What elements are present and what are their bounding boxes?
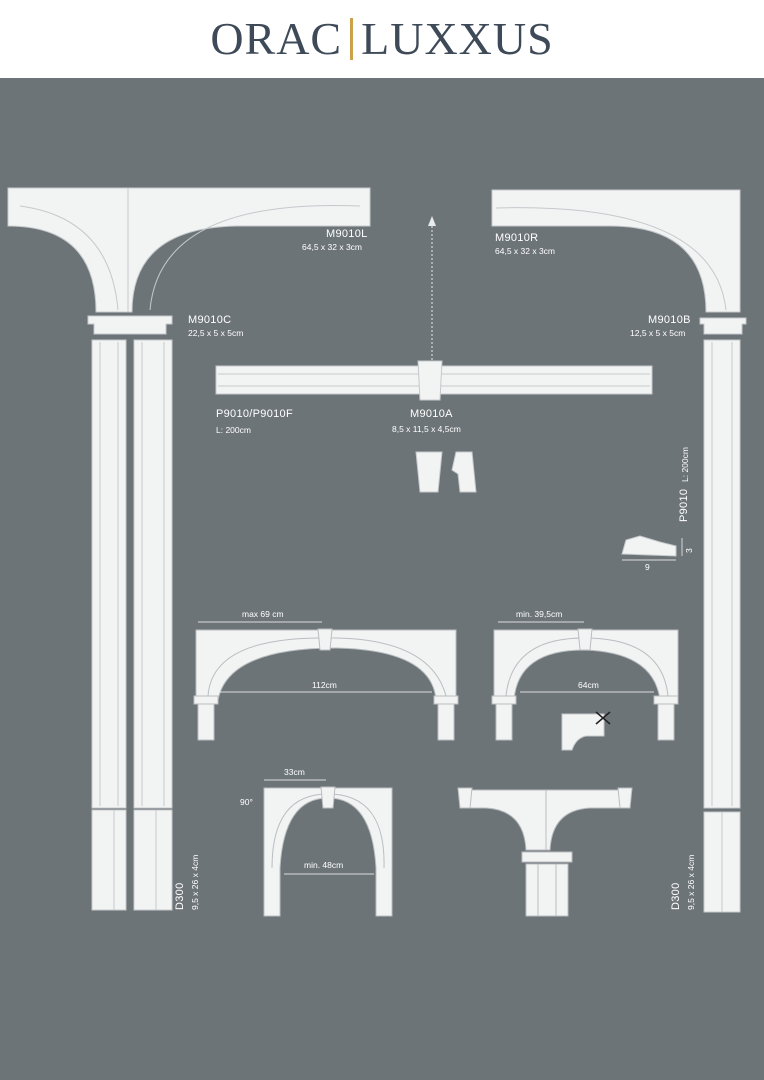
molding-illustration bbox=[7, 187, 747, 917]
m9010r-dims: 64,5 x 32 x 3cm bbox=[495, 246, 556, 256]
m9010b-dims: 12,5 x 5 x 5cm bbox=[630, 328, 686, 338]
m9010a-code: M9010A bbox=[410, 408, 453, 420]
brand-orac: ORAC bbox=[210, 13, 343, 64]
header: ORAC LUXXUS bbox=[0, 0, 764, 78]
m9010r-code: M9010R bbox=[495, 232, 539, 244]
arch-span-label: min. 48cm bbox=[304, 860, 344, 870]
m9010l-code: M9010L bbox=[326, 228, 368, 240]
catalog-panel: M9010L 64,5 x 32 x 3cm M9010R 64,5 x 32 … bbox=[0, 78, 764, 1080]
d300-left-code: D300 bbox=[174, 882, 186, 911]
profile-width-label: 9 bbox=[645, 562, 650, 572]
p9010-vertical-dims: L: 200cm bbox=[680, 447, 690, 482]
narrow-top-label: min. 39,5cm bbox=[516, 609, 563, 619]
m9010b-code: M9010B bbox=[648, 314, 691, 326]
brand-separator bbox=[350, 18, 354, 60]
d300-right-code: D300 bbox=[670, 882, 682, 911]
m9010a-dims: 8,5 x 11,5 x 4,5cm bbox=[392, 424, 461, 434]
wide-top-label: max 69 cm bbox=[242, 609, 284, 619]
p9010-vertical-code: P9010 bbox=[678, 488, 690, 522]
m9010c-dims: 22,5 x 5 x 5cm bbox=[188, 328, 244, 338]
d300-left-dims: 9,5 x 26 x 4cm bbox=[190, 854, 200, 910]
d300-right-dims: 9,5 x 26 x 4cm bbox=[686, 854, 696, 910]
profile-height-label: 3 bbox=[684, 548, 694, 553]
brand-luxxus: LUXXUS bbox=[361, 13, 554, 64]
brand-logo: ORAC LUXXUS bbox=[0, 8, 764, 70]
arch-top-label: 33cm bbox=[284, 767, 305, 777]
wide-span-label: 112cm bbox=[312, 680, 337, 690]
p9010f-dims: L: 200cm bbox=[216, 425, 251, 435]
p9010f-code: P9010/P9010F bbox=[216, 408, 293, 420]
m9010l-dims: 64,5 x 32 x 3cm bbox=[302, 242, 363, 252]
narrow-span-label: 64cm bbox=[578, 680, 599, 690]
arch-angle-label: 90° bbox=[240, 797, 253, 807]
m9010c-code: M9010C bbox=[188, 314, 232, 326]
